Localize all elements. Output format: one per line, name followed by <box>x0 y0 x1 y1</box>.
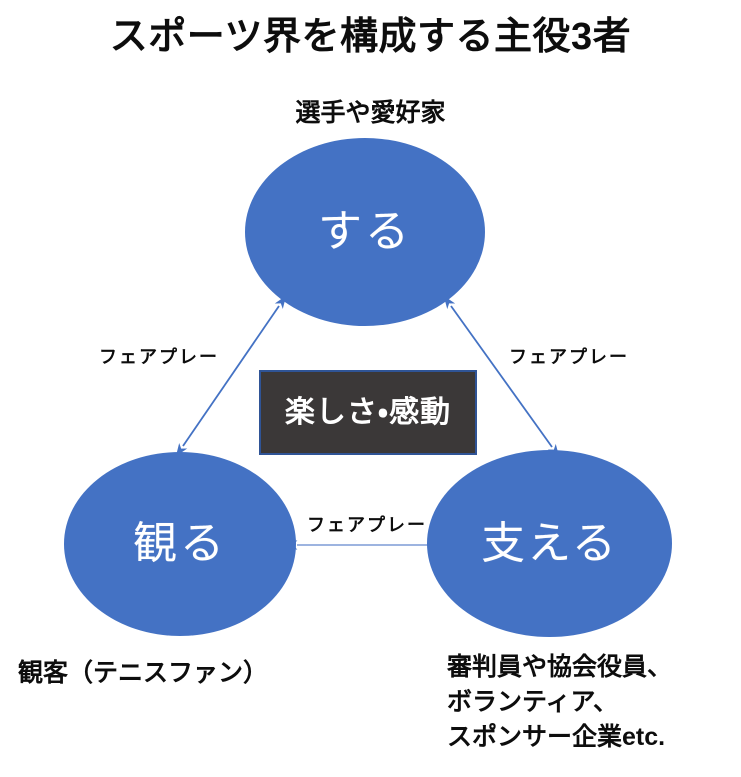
node-support-label: 支える <box>481 518 618 568</box>
caption-supporters-line-1: 審判員や協会役員、 <box>447 653 673 681</box>
node-do-label: する <box>318 207 412 256</box>
edge-label-do-watch: フェアプレー <box>99 347 219 367</box>
node-do[interactable]: する <box>245 138 485 326</box>
caption-supporters-line-3: スポンサー企業etc. <box>447 723 666 751</box>
node-watch-label: 観る <box>133 519 227 568</box>
edge-label-watch-support: フェアプレー <box>307 515 427 535</box>
caption-supporters: 審判員や協会役員、 ボランティア、 スポンサー企業etc. <box>447 650 672 755</box>
caption-supporters-line-2: ボランティア、 <box>447 688 619 716</box>
edge-label-do-support: フェアプレー <box>509 347 629 367</box>
node-support[interactable]: 支える <box>427 450 672 637</box>
caption-players: 選手や愛好家 <box>295 99 446 127</box>
center-box-label: 楽しさ・感動 <box>284 395 452 429</box>
caption-spectators: 観客（テニスファン） <box>18 659 269 687</box>
node-watch[interactable]: 観る <box>64 452 296 636</box>
center-box[interactable]: 楽しさ・感動 <box>259 370 477 455</box>
page-title: スポーツ界を構成する主役3者 <box>109 16 632 58</box>
